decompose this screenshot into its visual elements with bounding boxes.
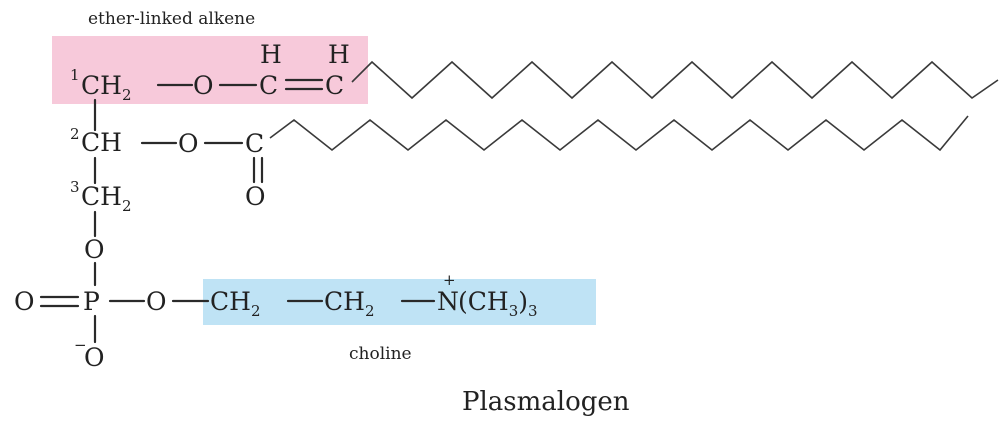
vinyl-h-2: H — [328, 40, 350, 69]
ether-linked-alkene-label: ether-linked alkene — [88, 9, 255, 29]
carbonyl-carbon: C — [245, 129, 264, 158]
ether-alkene-highlight — [52, 36, 368, 104]
vinyl-c-2: C — [325, 71, 344, 100]
ether-oxygen: O — [193, 71, 214, 100]
alkenyl-chain — [351, 60, 999, 100]
c2-ch: CH — [81, 128, 122, 157]
ester-oxygen: O — [178, 129, 199, 158]
ammonium-charge: + — [443, 271, 456, 289]
vinyl-h-1: H — [260, 40, 282, 69]
phosphoryl-oxygen: O — [14, 287, 35, 316]
c2-number: 2 — [70, 125, 80, 143]
choline-highlight — [203, 279, 596, 325]
c1-ch2: CH2 — [81, 71, 131, 104]
phosphoester-oxygen: O — [146, 287, 167, 316]
choline-ch2-2: CH2 — [324, 287, 374, 320]
anionic-oxygen: O — [84, 343, 105, 372]
vinyl-c-1: C — [259, 71, 278, 100]
choline-ch2-1: CH2 — [210, 287, 260, 320]
c3-ch2: CH2 — [81, 182, 131, 215]
phosphate-bridge-oxygen: O — [84, 235, 105, 264]
carbonyl-oxygen: O — [245, 182, 266, 211]
c1-number: 1 — [70, 66, 80, 84]
trimethyl-group: (CH3)3 — [458, 287, 538, 320]
phosphate-negative-charge: − — [74, 336, 87, 354]
c3-number: 3 — [70, 178, 80, 196]
quaternary-nitrogen: N — [437, 287, 459, 316]
diagram-title: Plasmalogen — [462, 387, 630, 417]
acyl-chain — [269, 115, 969, 152]
choline-label: choline — [349, 344, 412, 364]
phosphorus: P — [83, 287, 100, 316]
